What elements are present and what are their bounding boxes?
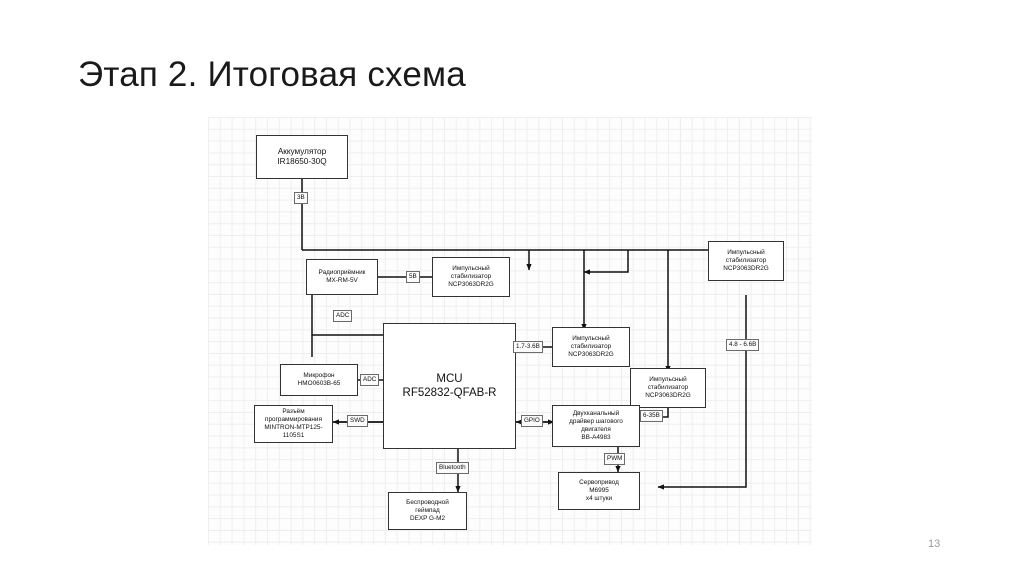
edge-label-driver-vcc: 6-35В xyxy=(640,410,663,422)
mcu-line-2: RF52832-QFAB-R xyxy=(402,387,497,399)
page-title: Этап 2. Итоговая схема xyxy=(78,55,466,94)
gamepad-line-1: Беспроводной xyxy=(406,499,449,506)
block-gamepad[interactable]: Беспроводной геймпад DEXP G-M2 xyxy=(388,492,467,530)
stepper-line-3: двигателя xyxy=(581,426,611,433)
stab-radio-line-3: NCP3063DR2G xyxy=(448,281,494,288)
stab-driver-line-1: Импульсный xyxy=(649,376,687,383)
edge-label-mic-adc: ADC xyxy=(360,374,380,386)
radio-line-1: Радиоприёмник xyxy=(318,269,366,276)
stepper-line-4: BB-A4983 xyxy=(581,434,611,441)
stab-right-top-line-3: NCP3063DR2G xyxy=(723,265,769,272)
programmer-line-3: MINTRON-MTP125- xyxy=(264,424,323,431)
stepper-line-1: Двухканальный xyxy=(572,410,620,417)
edge-label-mcu-gpio: GPIO xyxy=(521,415,543,427)
servo-line-2: M6995 xyxy=(589,487,609,494)
edge-label-mcu-vcc: 1.7-3.6В xyxy=(513,341,543,353)
stab-radio-line-2: стабилизатор xyxy=(450,273,492,280)
servo-line-1: Сервопривод xyxy=(579,479,619,486)
edge-label-servo-pwm: PWM xyxy=(604,453,626,465)
stab-driver-line-3: NCP3063DR2G xyxy=(645,392,691,399)
edge-label-servo-vcc: 4.8 - 6.6В xyxy=(726,339,760,351)
servo-line-3: x4 штуки xyxy=(585,495,613,502)
block-stabilizer-driver[interactable]: Импульсный стабилизатор NCP3063DR2G xyxy=(630,368,706,408)
programmer-line-4: 1105S1 xyxy=(282,432,305,439)
edge-label-battery-out: 3В xyxy=(294,192,308,204)
stab-right-top-line-2: стабилизатор xyxy=(725,257,767,264)
block-mcu[interactable]: MCU RF52832-QFAB-R xyxy=(383,323,516,449)
gamepad-line-3: DEXP G-M2 xyxy=(409,515,446,522)
radio-line-2: MX-RM-5V xyxy=(326,277,358,284)
edge-label-mcu-bluetooth: Bluetooth xyxy=(436,462,469,474)
edge-label-mcu-swd: SWD xyxy=(347,415,368,427)
stab-driver-line-2: стабилизатор xyxy=(647,384,689,391)
block-stabilizer-right-top[interactable]: Импульсный стабилизатор NCP3063DR2G xyxy=(708,241,784,281)
microphone-line-2: HMO0603B-65 xyxy=(297,380,341,387)
microphone-line-1: Микрофон xyxy=(303,372,335,379)
block-programmer-connector[interactable]: Разъём программирования MINTRON-MTP125- … xyxy=(254,405,333,443)
battery-line-2: IR18650-30Q xyxy=(277,157,327,166)
block-stepper-driver[interactable]: Двухканальный драйвер шагового двигателя… xyxy=(552,405,640,447)
block-radio-receiver[interactable]: Радиоприёмник MX-RM-5V xyxy=(306,259,378,295)
edge-label-radio-in: 5В xyxy=(406,271,420,283)
programmer-line-2: программирования xyxy=(265,416,322,423)
programmer-line-1: Разъём xyxy=(282,408,305,415)
gamepad-line-2: геймпад xyxy=(415,507,440,514)
block-stabilizer-mcu[interactable]: Импульсный стабилизатор NCP3063DR2G xyxy=(552,327,630,367)
stab-mcu-line-2: стабилизатор xyxy=(570,343,612,350)
mcu-line-1: MCU xyxy=(436,372,463,385)
stab-mcu-line-1: Импульсный xyxy=(572,335,610,342)
stab-right-top-line-1: Импульсный xyxy=(727,249,765,256)
block-servo[interactable]: Сервопривод M6995 x4 штуки xyxy=(558,472,640,510)
stab-mcu-line-3: NCP3063DR2G xyxy=(568,351,614,358)
page-number: 13 xyxy=(928,538,941,550)
block-stabilizer-radio[interactable]: Импульсный стабилизатор NCP3063DR2G xyxy=(432,257,510,297)
stepper-line-2: драйвер шагового xyxy=(569,418,623,425)
block-microphone[interactable]: Микрофон HMO0603B-65 xyxy=(280,364,358,396)
edge-label-radio-adc: ADC xyxy=(333,310,353,322)
battery-line-1: Аккумулятор xyxy=(277,146,327,156)
block-diagram-canvas: Аккумулятор IR18650-30Q Радиоприёмник MX… xyxy=(208,117,812,545)
stab-radio-line-1: Импульсный xyxy=(452,265,490,272)
block-battery[interactable]: Аккумулятор IR18650-30Q xyxy=(256,135,348,179)
